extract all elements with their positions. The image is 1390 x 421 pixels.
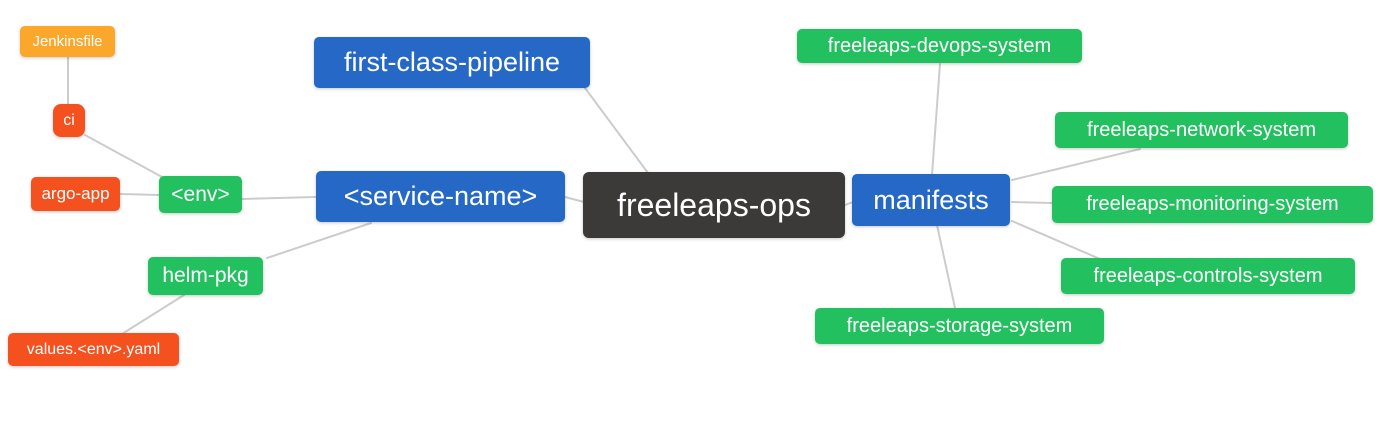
node-helm-pkg[interactable]: helm-pkg — [148, 257, 263, 295]
node-label: values.<env>.yaml — [26, 340, 161, 358]
node-label: freeleaps-storage-system — [846, 314, 1073, 337]
edge-root-manifests — [844, 201, 854, 206]
node-freeleaps-storage-system[interactable]: freeleaps-storage-system — [815, 308, 1104, 344]
node-label: freeleaps-monitoring-system — [1086, 193, 1339, 215]
node-freeleaps-network-system[interactable]: freeleaps-network-system — [1055, 112, 1348, 148]
edge-manifests-monitoring-system — [1011, 201, 1054, 204]
node-jenkinsfile[interactable]: Jenkinsfile — [20, 26, 115, 57]
node-label: argo-app — [41, 184, 110, 203]
node-ci[interactable]: ci — [53, 104, 85, 137]
node-freeleaps-devops-system[interactable]: freeleaps-devops-system — [797, 29, 1082, 63]
node-first-class-pipeline[interactable]: first-class-pipeline — [314, 37, 590, 88]
node-values-env-yaml[interactable]: values.<env>.yaml — [8, 333, 179, 366]
edge-env-ci — [84, 134, 163, 178]
edge-env-argo-app — [119, 193, 160, 196]
edge-service-name-helm-pkg — [266, 222, 372, 259]
node-freeleaps-ops-root[interactable]: freeleaps-ops — [583, 172, 845, 238]
node-label: freeleaps-devops-system — [827, 34, 1052, 57]
node-label: first-class-pipeline — [343, 47, 561, 77]
edge-root-service-name — [564, 196, 585, 203]
edge-root-first-class-pipeline — [584, 87, 649, 174]
node-label: <service-name> — [343, 181, 538, 211]
node-label: manifests — [873, 184, 989, 215]
node-label: <env> — [171, 182, 230, 206]
node-freeleaps-controls-system[interactable]: freeleaps-controls-system — [1061, 258, 1355, 294]
edge-manifests-devops-system — [931, 63, 941, 176]
edge-service-name-env — [241, 196, 317, 200]
node-argo-app[interactable]: argo-app — [31, 177, 120, 211]
edge-manifests-network-system — [1011, 148, 1141, 181]
edge-manifests-controls-system — [1011, 220, 1101, 260]
node-label: helm-pkg — [162, 264, 249, 287]
edge-manifests-storage-system — [936, 224, 956, 309]
node-label: freeleaps-network-system — [1087, 118, 1316, 141]
node-label: Jenkinsfile — [32, 33, 103, 50]
node-service-name[interactable]: <service-name> — [316, 171, 565, 222]
node-env[interactable]: <env> — [159, 176, 242, 213]
node-manifests[interactable]: manifests — [852, 174, 1010, 226]
edge-helm-pkg-values — [121, 294, 185, 335]
node-label: ci — [63, 111, 75, 129]
node-freeleaps-monitoring-system[interactable]: freeleaps-monitoring-system — [1052, 186, 1373, 223]
node-label: freeleaps-ops — [617, 186, 811, 223]
node-label: freeleaps-controls-system — [1093, 264, 1323, 287]
